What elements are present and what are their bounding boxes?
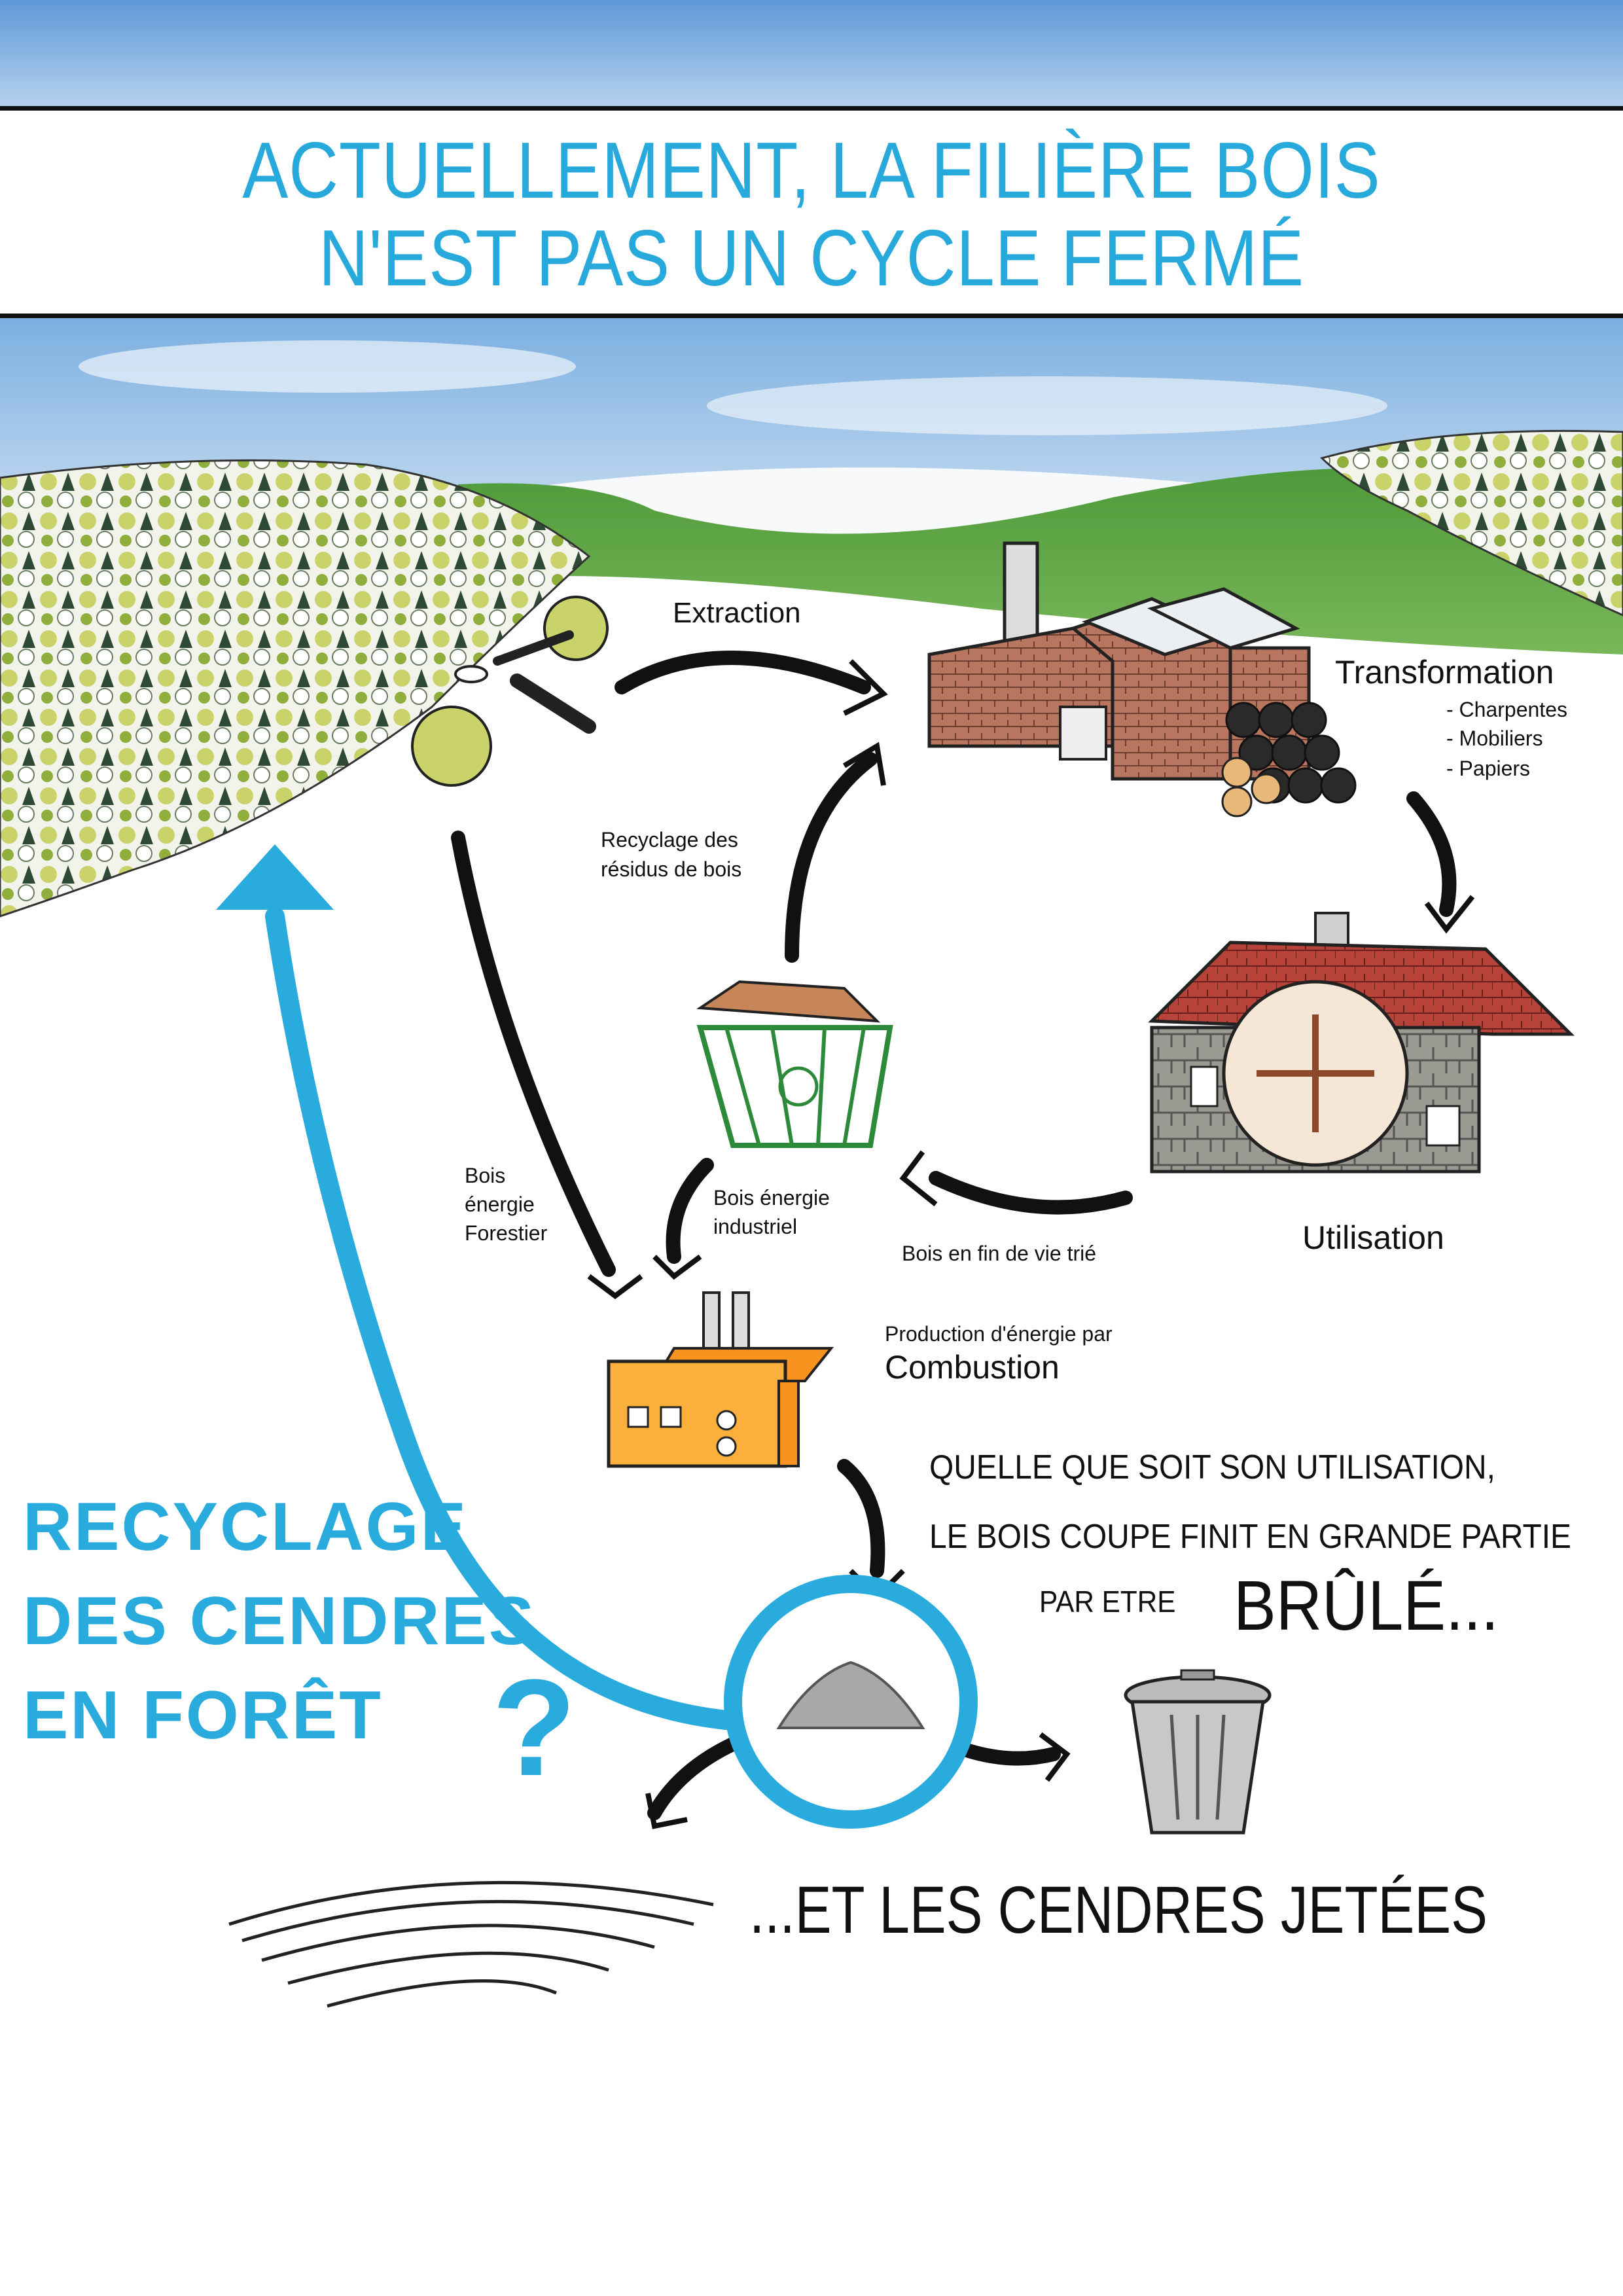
ash-pile-icon: [776, 1660, 925, 1729]
label-transformation: Transformation: [1335, 654, 1554, 691]
cycle-arrows: [451, 651, 1457, 1820]
label-bois-energie-industriel: industriel: [713, 1215, 798, 1238]
label-recyclage-residus: résidus de bois: [601, 857, 742, 881]
house-icon: [1148, 912, 1575, 1174]
message-brule: BRÛLÉ...: [1234, 1566, 1499, 1645]
page-title-line2: N'EST PAS UN CYCLE FERMÉ: [319, 213, 1304, 302]
question-line2: DES CENDRES: [23, 1583, 537, 1659]
message-line2: LE BOIS COUPE FINIT EN GRANDE PARTIE: [929, 1518, 1571, 1556]
label-production-energie: Production d'énergie par: [885, 1322, 1113, 1346]
grass-field: [458, 468, 1623, 661]
question-mark: ?: [492, 1651, 577, 1804]
question-line3: EN FORÊT: [23, 1677, 383, 1753]
transformation-item: - Charpentes: [1446, 698, 1567, 721]
label-bois-energie-forestier: Bois: [465, 1164, 506, 1187]
message-line3-small: PAR ETRE: [1039, 1585, 1176, 1619]
message-line1: QUELLE QUE SOIT SON UTILISATION,: [929, 1448, 1495, 1486]
question-line1: RECYCLAGE: [23, 1489, 468, 1565]
page-title-line1: ACTUELLEMENT, LA FILIÈRE BOIS: [242, 126, 1381, 215]
combustion-plant-icon: [607, 1291, 834, 1468]
label-bois-energie-forestier: Forestier: [465, 1221, 548, 1245]
label-recyclage-residus: Recyclage des: [601, 828, 738, 852]
felled-tree-icon: [411, 596, 609, 787]
recycling-skip-icon: [696, 980, 893, 1148]
label-extraction: Extraction: [673, 597, 801, 629]
label-utilisation: Utilisation: [1302, 1219, 1444, 1256]
title-banner: [0, 106, 1623, 318]
label-combustion: Combustion: [885, 1349, 1060, 1386]
label-bois-energie-forestier: énergie: [465, 1193, 535, 1216]
label-bois-energie-industriel: Bois énergie: [713, 1186, 830, 1210]
right-forest: [1320, 429, 1623, 617]
sawmill-icon: [927, 541, 1357, 817]
message-cendres-jetees: ...ET LES CENDRES JETÉES: [749, 1873, 1488, 1947]
left-forest: [0, 459, 591, 918]
trash-can-icon: [1124, 1669, 1272, 1835]
label-fin-de-vie: Bois en fin de vie trié: [902, 1242, 1097, 1265]
transformation-item: - Papiers: [1446, 757, 1531, 780]
sky-top: [0, 0, 1623, 111]
transformation-item: - Mobiliers: [1446, 726, 1543, 750]
ploughed-field-icon: [228, 1880, 714, 2008]
